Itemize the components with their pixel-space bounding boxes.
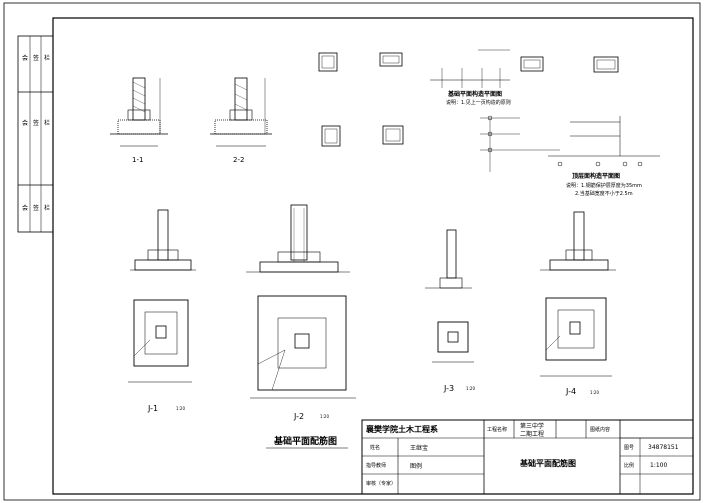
sheet-no: 34878151: [648, 444, 679, 451]
strip-cell: 栏: [44, 54, 50, 62]
footing-scale: 1:20: [590, 390, 599, 395]
footing-j4: J-4 1:20: [540, 211, 616, 396]
footing-label: J-3: [443, 384, 454, 393]
strip-cell: 签: [33, 54, 39, 62]
section-1-1-detail: 1-1: [110, 77, 168, 164]
notes-line: 说明：1.见上一页构造的原则: [446, 99, 511, 106]
drawing-title: 基础平面配筋图: [519, 458, 576, 468]
notes-line: 2.当基础宽度不小于2.5m: [575, 190, 633, 197]
school-name: 襄樊学院土木工程系: [365, 424, 438, 434]
section-label: 2-2: [233, 156, 244, 164]
strip-cell: 会: [22, 54, 28, 62]
row-label: 姓名: [370, 444, 380, 451]
footing-label: J-4: [565, 387, 576, 396]
column-sections: [318, 52, 619, 147]
notes-title: 基础平面构造平面图: [447, 90, 502, 98]
footing-scale: 1:20: [466, 386, 475, 391]
section-2-2-detail: 2-2: [210, 77, 272, 164]
project-name-2: 二期工程: [520, 430, 544, 438]
footing-scale: 1:20: [320, 414, 329, 419]
strip-cell: 会: [22, 119, 28, 127]
instructor-name: 图例: [410, 462, 422, 470]
strip-cell: 栏: [44, 204, 50, 212]
inner-frame: [52, 17, 694, 495]
project-name-1: 第三中学: [520, 422, 544, 430]
project-label: 工程名称: [487, 426, 507, 433]
footing-j1: J-1 1:20: [128, 209, 196, 413]
footing-j3: J-3 1:20: [425, 229, 475, 393]
outer-frame: [3, 2, 701, 501]
notes-line: 说明：1.钢筋保护层厚度为35mm: [566, 182, 642, 189]
title-block: 襄樊学院土木工程系 工程名称 第三中学 二期工程 图纸内容 基础平面配筋图 姓名…: [361, 419, 694, 495]
top-floor-grid: 顶层面构造平面图 说明：1.钢筋保护层厚度为35mm 2.当基础宽度不小于2.5…: [480, 115, 660, 197]
designer-name: 王继宝: [410, 444, 428, 452]
scale-label: 比例: [624, 462, 634, 469]
footing-label: J-1: [147, 404, 158, 413]
section-label: 1-1: [132, 156, 143, 164]
row-label: 指导教师: [366, 462, 386, 469]
sheet-no-label: 图号: [624, 445, 634, 451]
strip-cell: 会: [22, 204, 28, 212]
plan-title: 基础平面配筋图: [273, 435, 337, 447]
footing-scale: 1:20: [176, 406, 185, 411]
notes-title: 顶层面构造平面图: [572, 172, 620, 180]
scale-value: 1:100: [650, 462, 667, 469]
axis-grid-detail: 基础平面构造平面图 说明：1.见上一页构造的原则: [430, 49, 511, 106]
footing-j2: J-2 1:20: [246, 204, 356, 421]
sheet-label: 图纸内容: [590, 426, 610, 433]
left-strip: 会 签 栏 会 签 栏 会 签 栏: [17, 35, 54, 233]
strip-cell: 签: [33, 204, 39, 212]
footing-label: J-2: [293, 412, 304, 421]
row-label: 审核（专家）: [366, 480, 396, 487]
strip-cell: 栏: [44, 119, 50, 127]
strip-cell: 签: [33, 119, 39, 127]
